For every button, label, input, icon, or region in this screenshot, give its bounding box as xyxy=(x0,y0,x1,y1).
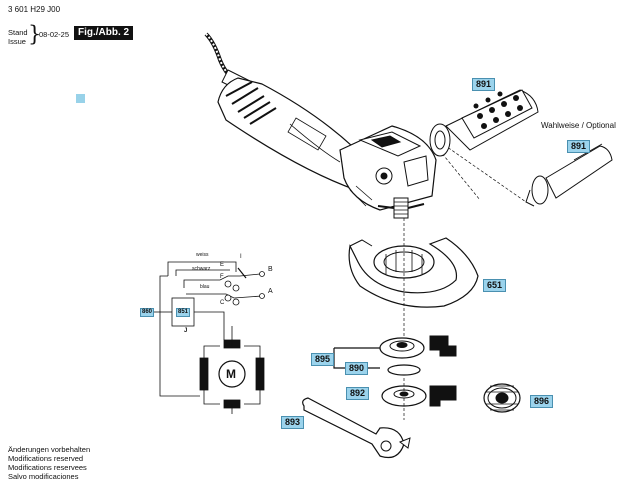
protective-guard-651 xyxy=(348,218,479,340)
part-label-891-b: 891 xyxy=(567,140,591,153)
optional-note: Wahlweise / Optional xyxy=(541,121,616,130)
spanner-893 xyxy=(302,397,411,459)
terminal-e: E xyxy=(220,262,225,268)
stand-line: Stand xyxy=(8,28,28,37)
terminal-j: J xyxy=(184,328,188,334)
part-label-896: 896 xyxy=(530,395,554,408)
terminal-c: C xyxy=(220,300,225,306)
brace-glyph: } xyxy=(28,22,42,46)
note-de: Änderungen vorbehalten xyxy=(8,445,91,454)
quick-clamping-nut-896 xyxy=(483,383,521,413)
part-label-851: 851 xyxy=(176,308,191,317)
note-es: Salvo modificaciones xyxy=(8,472,79,481)
motor-symbol: M xyxy=(226,367,236,381)
part-label-890: 890 xyxy=(345,362,369,375)
color-marker-square xyxy=(76,94,85,103)
auxiliary-handle-891-a xyxy=(429,89,539,203)
part-number: 3 601 H29 J00 xyxy=(8,5,61,14)
terminal-i: I xyxy=(240,254,242,260)
terminal-a: A xyxy=(268,288,273,295)
stand-issue-label: Stand Issue xyxy=(8,28,28,46)
part-label-860: 860 xyxy=(140,308,155,317)
note-en: Modifications reserved xyxy=(8,454,84,463)
issue-line: Issue xyxy=(8,36,26,46)
grinder-body xyxy=(217,77,437,219)
figure-label: Fig./Abb. 2 xyxy=(74,26,134,40)
terminal-f: F xyxy=(220,274,224,280)
part-label-893: 893 xyxy=(281,416,305,429)
part-label-895: 895 xyxy=(311,353,335,366)
terminal-b: B xyxy=(268,266,273,273)
wire-label-blau: blau xyxy=(200,284,210,290)
note-fr: Modifications reservees xyxy=(8,463,87,472)
part-label-892: 892 xyxy=(346,387,370,400)
issue-date: 08-02-25 xyxy=(39,30,70,39)
part-label-651: 651 xyxy=(483,279,507,292)
wire-label-schwarz: schwarz xyxy=(192,266,211,272)
part-label-891-a: 891 xyxy=(472,78,496,91)
clamping-nut-892 xyxy=(381,378,457,420)
footer-notes: Änderungen vorbehalten Modifications res… xyxy=(8,445,90,481)
auxiliary-handle-891-b xyxy=(525,143,613,207)
wire-label-weiss: weiss xyxy=(196,252,209,258)
